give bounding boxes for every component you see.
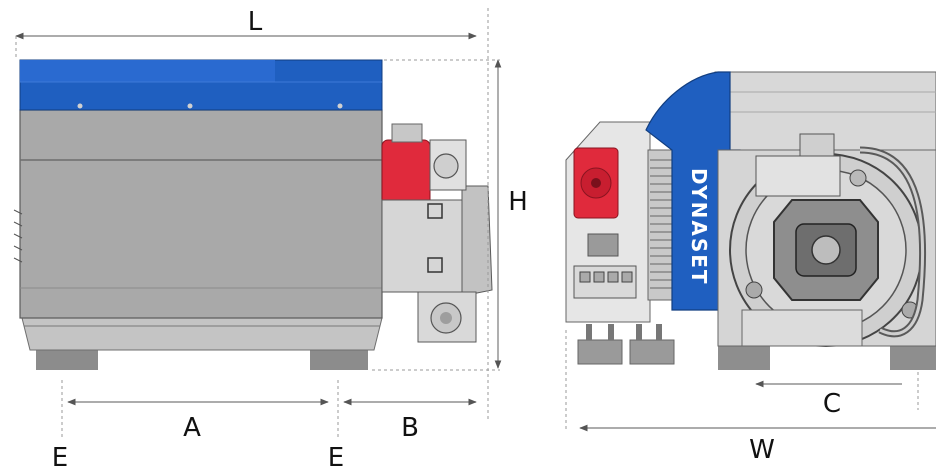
switch-block <box>573 265 637 299</box>
bottom-bolts <box>586 324 662 340</box>
label-a: A <box>183 413 201 443</box>
label-e-left: E <box>52 443 68 471</box>
brand-logo: DYNASET <box>687 168 711 286</box>
dimension-w: W <box>565 330 936 465</box>
label-b: B <box>401 413 419 443</box>
display-panel <box>587 233 619 257</box>
power-socket-front <box>573 147 619 219</box>
right-foot <box>310 350 368 370</box>
front-foot-right-1 <box>718 346 770 370</box>
label-c: C <box>823 389 841 419</box>
front-view: DYNASET <box>565 71 936 370</box>
left-foot <box>36 350 98 370</box>
front-foot-right-2 <box>890 346 936 370</box>
valve-block <box>755 133 867 197</box>
pump-unit <box>381 199 471 293</box>
label-e-right: E <box>328 443 344 471</box>
side-view <box>13 59 493 370</box>
main-housing <box>19 109 383 319</box>
dimension-l: L <box>15 7 489 420</box>
dimension-a: A <box>67 398 329 443</box>
base-frame <box>21 317 383 351</box>
dimension-b: B <box>343 398 477 443</box>
label-h: H <box>508 187 528 217</box>
front-foot-left <box>577 339 623 365</box>
cooling-fins <box>13 209 23 263</box>
label-w: W <box>749 435 775 465</box>
label-l: L <box>248 7 263 37</box>
dimension-c: C <box>755 372 919 419</box>
front-foot-mid <box>629 339 675 365</box>
dimension-e-markers: E E <box>52 380 344 471</box>
dimension-h: H <box>372 59 528 371</box>
